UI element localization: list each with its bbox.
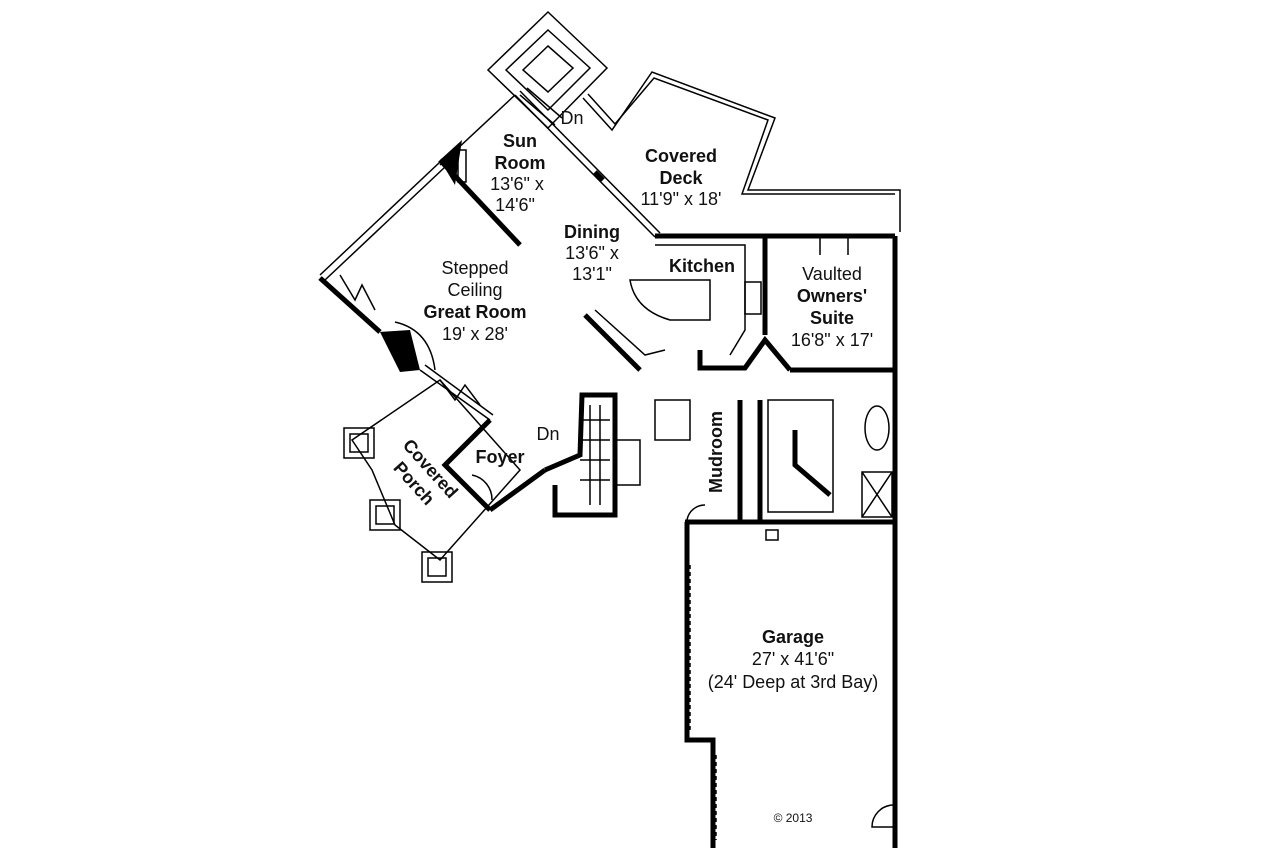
svg-text:Garage: Garage	[762, 627, 824, 647]
copyright-text: © 2013	[774, 811, 813, 825]
garage-label: Garage 27' x 41'6" (24' Deep at 3rd Bay)	[708, 627, 879, 692]
svg-text:Room: Room	[495, 153, 546, 173]
svg-text:Stepped: Stepped	[441, 258, 508, 278]
covered-deck-outline	[582, 71, 901, 232]
svg-text:(24' Deep at 3rd Bay): (24' Deep at 3rd Bay)	[708, 672, 879, 692]
bath-mudroom-walls	[614, 399, 893, 522]
svg-text:Dining: Dining	[564, 222, 620, 242]
svg-text:13'1": 13'1"	[572, 264, 612, 284]
svg-text:Sun: Sun	[503, 131, 537, 151]
svg-text:Deck: Deck	[659, 168, 703, 188]
svg-text:27' x 41'6": 27' x 41'6"	[752, 649, 834, 669]
kitchen-walls	[583, 233, 792, 372]
svg-text:Covered: Covered	[645, 146, 717, 166]
svg-text:19' x 28': 19' x 28'	[442, 324, 508, 344]
dining-label: Dining 13'6" x 13'1"	[564, 222, 620, 284]
owners-suite-walls	[765, 233, 898, 520]
svg-text:Vaulted: Vaulted	[802, 264, 862, 284]
mudroom-label: Mudroom	[706, 411, 726, 493]
svg-text:14'6": 14'6"	[495, 195, 535, 215]
kitchen-label: Kitchen	[669, 256, 735, 276]
covered-deck-label: Covered Deck 11'9" x 18'	[641, 146, 722, 209]
stairs-down-label-foyer: Dn	[536, 424, 559, 444]
sun-room-label: Sun Room 13'6" x 14'6"	[490, 131, 545, 215]
covered-porch-label: Covered Porch	[390, 435, 462, 509]
svg-text:11'9" x 18': 11'9" x 18'	[641, 189, 722, 209]
svg-text:16'8" x 17': 16'8" x 17'	[791, 330, 873, 350]
svg-text:Great Room: Great Room	[423, 302, 526, 322]
garage-walls	[684, 504, 898, 848]
great-room-label: Stepped Ceiling Great Room 19' x 28'	[423, 258, 526, 344]
central-stairs	[544, 392, 618, 518]
svg-text:13'6" x: 13'6" x	[565, 243, 619, 263]
foyer-walls	[441, 418, 547, 513]
great-room-walls	[318, 161, 494, 421]
owners-suite-label: Vaulted Owners' Suite 16'8" x 17'	[791, 264, 873, 350]
svg-text:13'6" x: 13'6" x	[490, 174, 544, 194]
sun-room-walls	[438, 90, 661, 247]
foyer-label: Foyer	[475, 447, 524, 467]
deck-stairs	[486, 10, 609, 130]
svg-text:Owners': Owners'	[797, 286, 867, 306]
svg-text:Suite: Suite	[810, 308, 854, 328]
covered-porch	[343, 379, 522, 583]
svg-text:Ceiling: Ceiling	[447, 280, 502, 300]
stairs-down-label-top: Dn	[560, 108, 583, 128]
